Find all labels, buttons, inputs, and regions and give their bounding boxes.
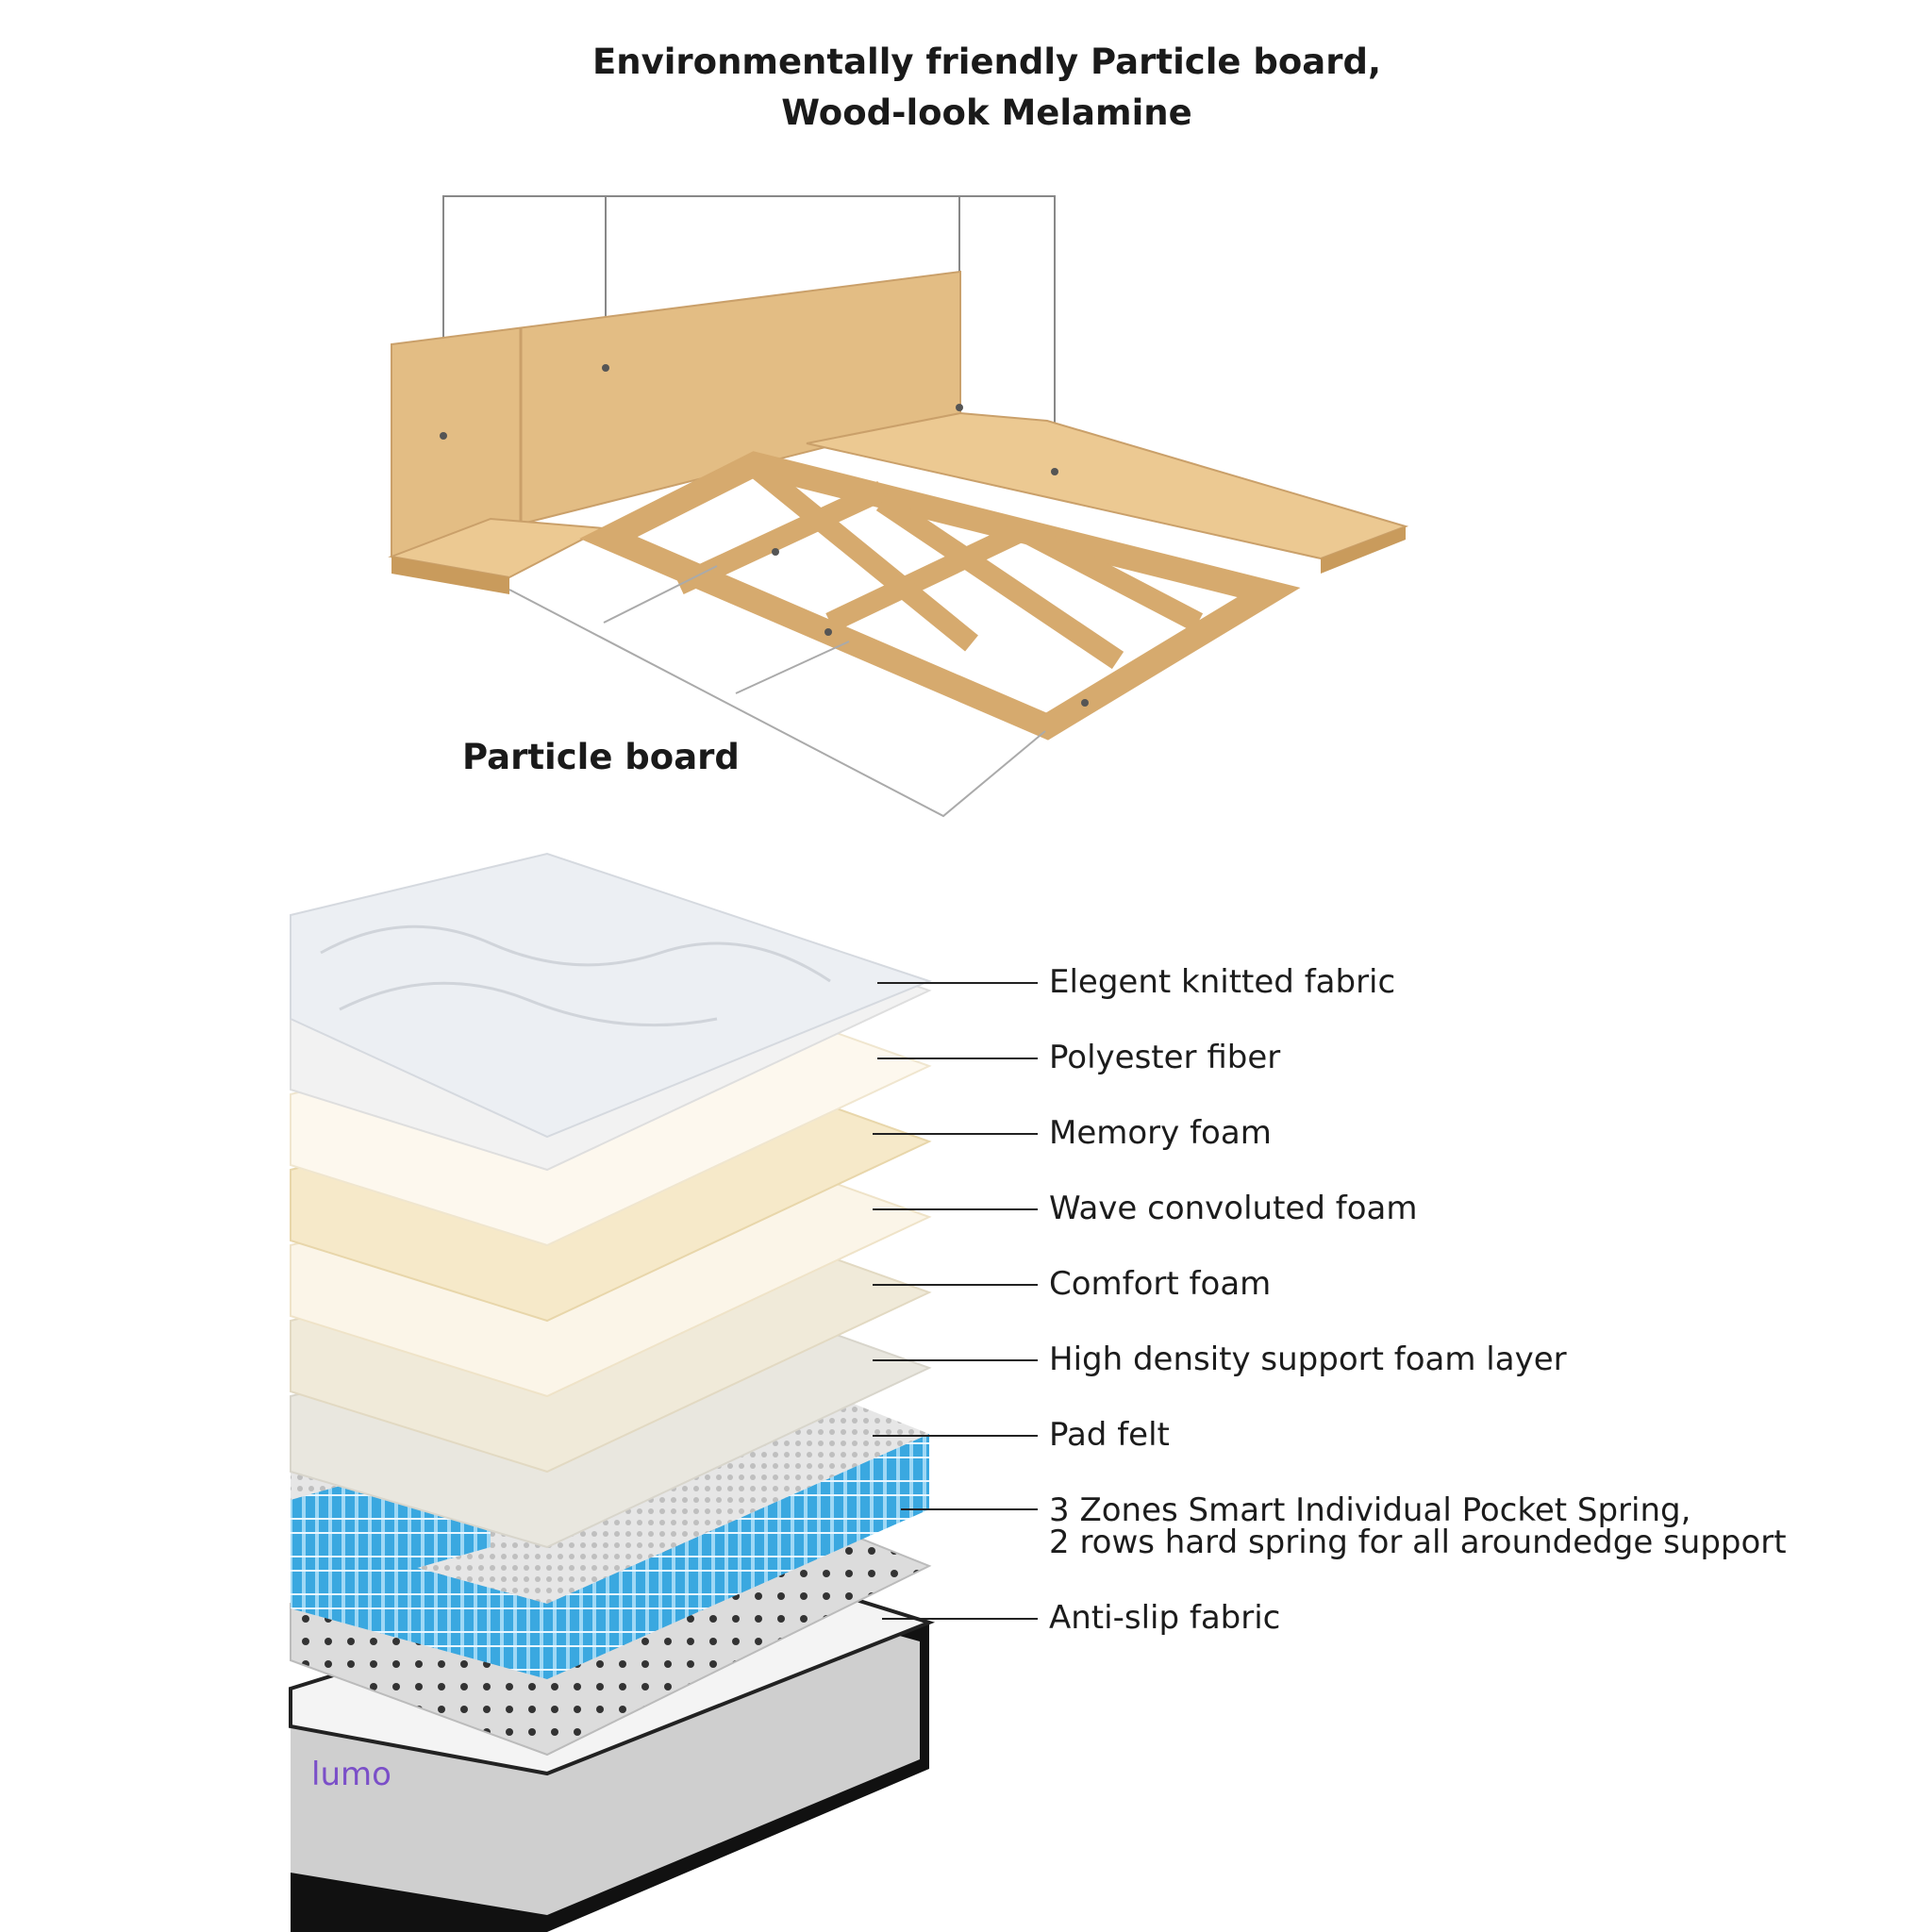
layer-label-comfort-foam: Comfort foam bbox=[1049, 1265, 1271, 1303]
frame-label: Particle board bbox=[462, 737, 740, 777]
bed-frame-illustration bbox=[388, 195, 1409, 818]
layer-label-wave-foam: Wave convoluted foam bbox=[1049, 1190, 1417, 1227]
layer-label-pocket-spring: 3 Zones Smart Individual Pocket Spring, bbox=[1049, 1491, 1690, 1529]
header-line-2: Wood-look Melamine bbox=[781, 92, 1191, 133]
layer-label-pad-felt: Pad felt bbox=[1049, 1416, 1170, 1454]
layer-label-polyester-fiber: Polyester fiber bbox=[1049, 1039, 1280, 1076]
layer-label-pocket-spring-line2: 2 rows hard spring for all aroundedge su… bbox=[1049, 1524, 1787, 1561]
mattress-layers-illustration: lumo bbox=[289, 852, 936, 1932]
layer-label-knitted-fabric: Elegent knitted fabric bbox=[1049, 963, 1395, 1001]
leader-lines bbox=[873, 982, 1038, 1620]
layer-labels: Elegent knitted fabric Polyester fiber M… bbox=[1049, 963, 1787, 1637]
layer-label-memory-foam: Memory foam bbox=[1049, 1114, 1272, 1152]
brand-logo: lumo bbox=[311, 1756, 391, 1793]
layer-label-support-foam: High density support foam layer bbox=[1049, 1341, 1567, 1378]
header-line-1: Environmentally friendly Particle board, bbox=[592, 42, 1381, 82]
layer-label-anti-slip: Anti-slip fabric bbox=[1049, 1599, 1280, 1637]
